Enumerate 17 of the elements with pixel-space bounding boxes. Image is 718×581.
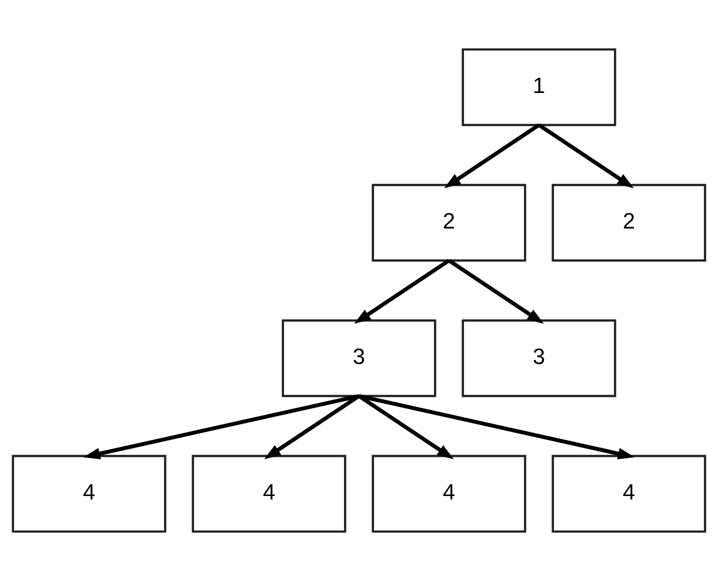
node-box: 4 <box>12 454 166 533</box>
arrow <box>358 394 635 460</box>
node-box: 1 <box>462 48 616 126</box>
node-box: 3 <box>282 319 436 398</box>
arrow <box>538 123 634 188</box>
arrow <box>83 394 360 460</box>
node-box: 4 <box>372 454 526 533</box>
node-box: 3 <box>462 319 616 398</box>
node-box: 4 <box>552 454 706 533</box>
node-box: 2 <box>372 184 526 262</box>
arrow <box>448 258 544 324</box>
node-box: 2 <box>552 184 706 262</box>
arrow <box>354 258 450 324</box>
node-box: 4 <box>192 454 346 533</box>
arrow <box>358 394 454 460</box>
arrow <box>444 123 540 188</box>
arrow <box>264 394 360 460</box>
